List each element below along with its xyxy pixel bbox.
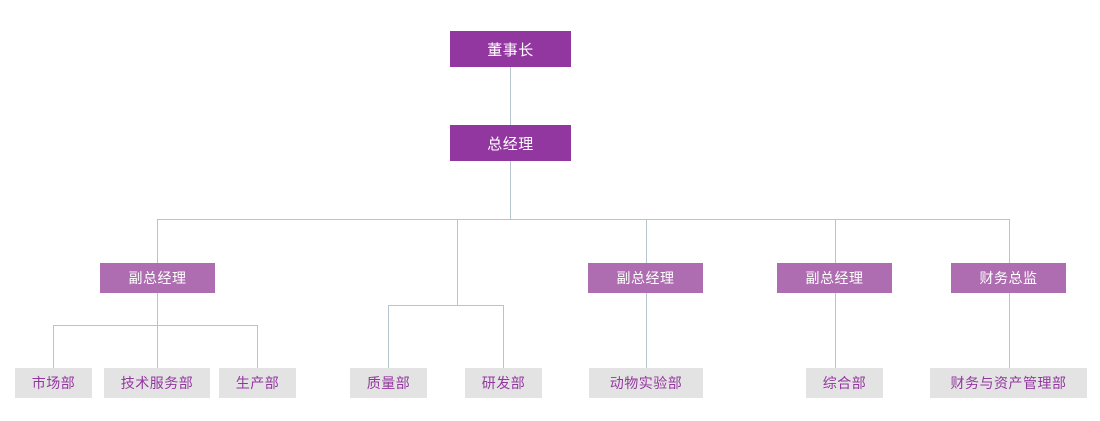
connector-to-marketing-dept xyxy=(53,325,54,368)
node-animal-lab-dept-label: 动物实验部 xyxy=(609,375,683,391)
node-general-manager[interactable]: 总经理 xyxy=(450,125,571,161)
node-general-affairs-dept-label: 综合部 xyxy=(822,375,867,391)
node-rd-dept[interactable]: 研发部 xyxy=(465,368,542,398)
connector-quality-rd-bus xyxy=(388,305,504,306)
connector-bus-to-deputy-3 xyxy=(835,219,836,263)
connector-to-animal-lab-dept xyxy=(646,293,647,368)
node-deputy-gm-2[interactable]: 副总经理 xyxy=(588,263,703,293)
node-production-dept[interactable]: 生产部 xyxy=(219,368,296,398)
node-finance-asset-dept-label: 财务与资产管理部 xyxy=(950,375,1067,391)
node-marketing-dept-label: 市场部 xyxy=(31,375,76,391)
node-finance-director-label: 财务总监 xyxy=(979,270,1038,286)
node-chairman-label: 董事长 xyxy=(487,41,534,59)
node-deputy-gm-2-label: 副总经理 xyxy=(616,270,675,286)
node-animal-lab-dept[interactable]: 动物实验部 xyxy=(589,368,703,398)
connector-to-general-affairs-dept xyxy=(835,293,836,368)
node-tech-service-dept[interactable]: 技术服务部 xyxy=(104,368,210,398)
connector-to-quality-dept xyxy=(388,305,389,368)
node-deputy-gm-3-label: 副总经理 xyxy=(805,270,864,286)
node-finance-asset-dept[interactable]: 财务与资产管理部 xyxy=(930,368,1087,398)
connector-to-tech-service-dept xyxy=(157,325,158,368)
connector-bus-to-deputy-1 xyxy=(157,219,158,263)
node-marketing-dept[interactable]: 市场部 xyxy=(15,368,92,398)
node-general-affairs-dept[interactable]: 综合部 xyxy=(806,368,883,398)
node-quality-dept[interactable]: 质量部 xyxy=(350,368,427,398)
connector-to-finance-asset-dept xyxy=(1009,293,1010,368)
connector-chairman-to-gm xyxy=(510,67,511,125)
node-deputy-gm-1[interactable]: 副总经理 xyxy=(100,263,215,293)
connector-main-bus xyxy=(157,219,1010,220)
connector-bus-to-finance-director xyxy=(1009,219,1010,263)
connector-bus-to-deputy-2 xyxy=(646,219,647,263)
connector-deputy-1-down xyxy=(157,293,158,326)
node-tech-service-dept-label: 技术服务部 xyxy=(120,375,194,391)
connector-bus-to-quality-rd-group xyxy=(457,219,458,306)
node-general-manager-label: 总经理 xyxy=(487,135,534,153)
node-production-dept-label: 生产部 xyxy=(235,375,280,391)
connector-to-production-dept xyxy=(257,325,258,368)
node-finance-director[interactable]: 财务总监 xyxy=(951,263,1066,293)
node-rd-dept-label: 研发部 xyxy=(481,375,526,391)
connector-gm-down xyxy=(510,160,511,219)
node-quality-dept-label: 质量部 xyxy=(366,375,411,391)
node-chairman[interactable]: 董事长 xyxy=(450,31,571,67)
node-deputy-gm-3[interactable]: 副总经理 xyxy=(777,263,892,293)
connector-to-rd-dept xyxy=(503,305,504,368)
connector-deputy-1-bus xyxy=(53,325,258,326)
node-deputy-gm-1-label: 副总经理 xyxy=(128,270,187,286)
